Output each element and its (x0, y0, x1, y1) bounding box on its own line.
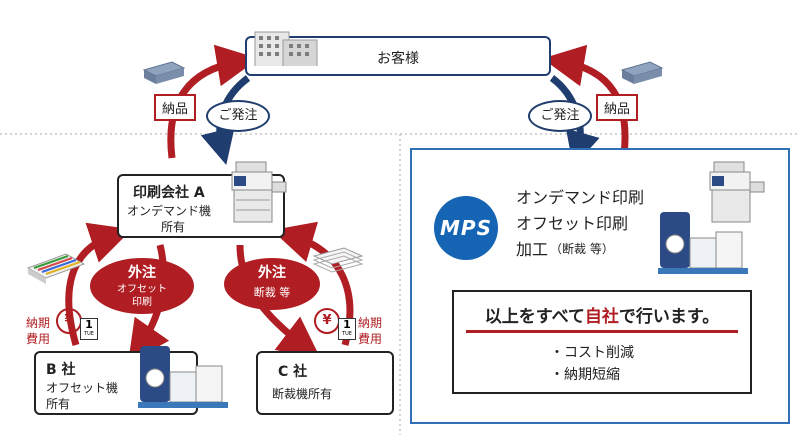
printer-a-line1: オンデマンド機 (127, 204, 212, 218)
outsource-left-line2: 印刷 (132, 297, 152, 308)
calendar-day: TUE (342, 331, 352, 337)
outsource-left-line1: オフセット (117, 284, 167, 295)
order-bubble-right: ご発注 (528, 100, 592, 132)
calendar-number: 1 (343, 318, 351, 331)
cost-label-right: 費用 (358, 332, 383, 346)
printer-a-title: 印刷会社 A (133, 185, 205, 201)
outsource-right-title: 外注 (258, 265, 286, 281)
summary-box: 以上をすべて自社で行います。 ・コスト削減 ・納期短縮 (452, 290, 752, 394)
mps-service-1: オンデマンド印刷 (516, 188, 645, 207)
company-c-line1: 断裁機所有 (272, 387, 333, 401)
cost-label-left: 費用 (26, 332, 51, 346)
building-icon (254, 31, 318, 66)
summary-bullet-1: ・コスト削減 (550, 345, 634, 361)
colored-paper-icon (26, 253, 86, 284)
paper-stack-icon (142, 61, 186, 84)
calendar-number: 1 (85, 318, 93, 331)
printer-a-line2: 所有 (161, 220, 186, 234)
summary-headline-pre: 以上をすべて (484, 307, 585, 327)
printer-a-box: 印刷会社 A オンデマンド機 所有 (117, 174, 285, 238)
offset-press-icon (138, 346, 228, 408)
customer-label: お客様 (377, 51, 419, 67)
delivery-arrow-left (167, 44, 259, 159)
outsource-badge-left: 外注 オフセット 印刷 (90, 258, 194, 314)
paper-stack-icon (620, 61, 664, 84)
calendar-icon: 1 TUE (338, 318, 356, 340)
ondemand-printer-icon (709, 161, 765, 223)
deadline-label-left: 納期 (26, 316, 51, 330)
mps-logo: MPS (434, 196, 498, 260)
company-b-title: B 社 (46, 362, 76, 378)
ondemand-printer-icon (231, 161, 287, 223)
company-b-line1: オフセット機 (46, 381, 119, 395)
outsource-left-title: 外注 (128, 265, 156, 281)
company-b-line2: 所有 (46, 397, 71, 411)
mps-service-3: 加工 (516, 240, 549, 259)
summary-headline: 以上をすべて自社で行います。 (454, 302, 750, 327)
company-c-box: C 社 断裁機所有 (256, 351, 394, 415)
yen-icon: ¥ (56, 308, 82, 334)
deadline-label-right: 納期 (358, 316, 383, 330)
mps-service-2: オフセット印刷 (516, 214, 629, 233)
summary-bullet-2: ・納期短縮 (550, 367, 620, 383)
outsource-right-line1: 断裁 等 (253, 286, 291, 299)
mps-panel: MPS オンデマンド印刷 オフセット印刷 加工 （断裁 等） 以上をすべて自社で… (410, 148, 790, 424)
order-bubble-left: ご発注 (206, 100, 270, 132)
delivery-label-left: 納品 (154, 94, 197, 121)
summary-underline (466, 330, 738, 333)
summary-headline-em: 自社 (584, 307, 619, 327)
calendar-icon: 1 TUE (80, 318, 98, 340)
paper-pile-icon (312, 247, 364, 273)
mps-logo-text: MPS (440, 216, 492, 240)
calendar-day: TUE (84, 331, 94, 337)
offset-press-icon (658, 212, 748, 274)
yen-icon: ¥ (314, 308, 340, 334)
outsource-badge-right: 外注 断裁 等 (224, 258, 320, 310)
summary-headline-post: で行います。 (618, 307, 720, 327)
delivery-arrow-right (542, 44, 629, 156)
customer-box: お客様 (245, 31, 551, 76)
delivery-label-right: 納品 (596, 94, 639, 121)
mps-service-3-note: （断裁 等） (550, 242, 614, 256)
company-c-title: C 社 (278, 364, 308, 380)
